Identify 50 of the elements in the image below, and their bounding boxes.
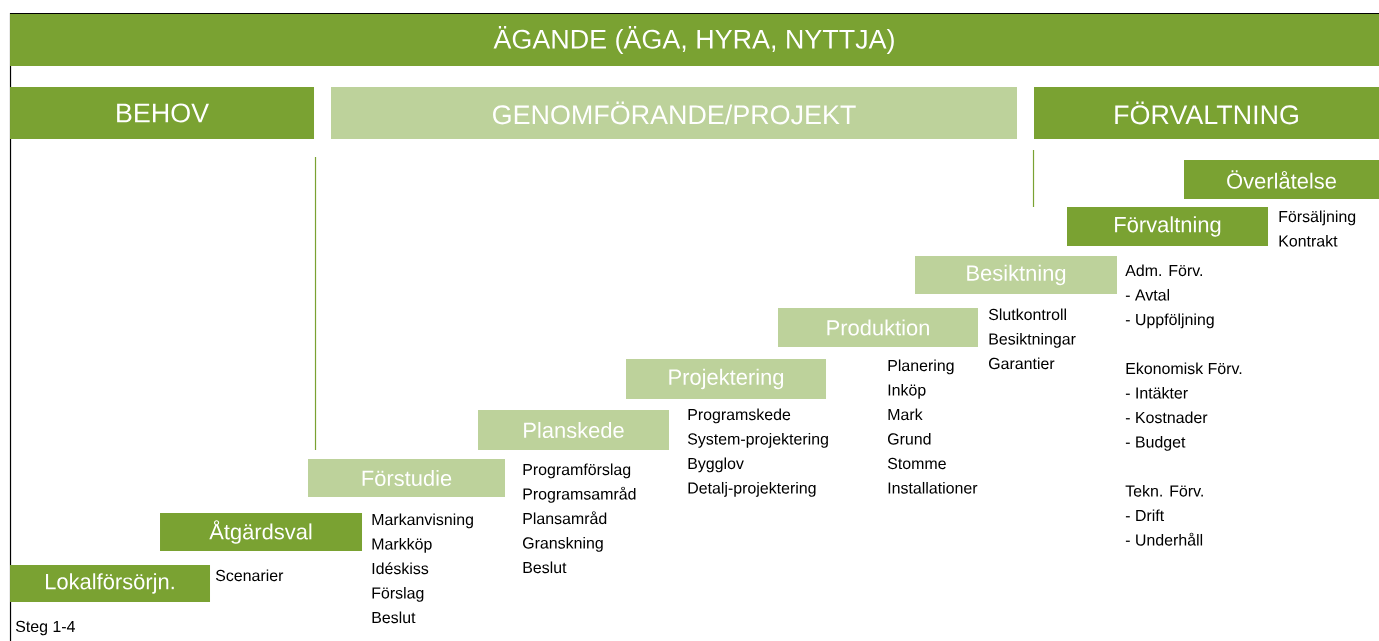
item-text: Plansamråd — [523, 511, 607, 525]
item-text: Kontrakt — [1279, 234, 1338, 247]
item-text: Garantier — [989, 357, 1055, 370]
item-text: - Uppföljning — [1125, 313, 1214, 329]
item-text: Planering — [888, 359, 954, 375]
item-text: Slutkontroll — [988, 308, 1066, 321]
item-text: Mark — [888, 408, 923, 421]
item-text: - Drift — [1125, 509, 1165, 522]
item-text: Programskede — [688, 408, 791, 424]
item-text: Tekn. Förv. — [1125, 484, 1203, 497]
step-note: Steg 1-4 — [15, 620, 75, 636]
item-text: Förslag — [372, 586, 424, 602]
item-text: - Intäkter — [1125, 386, 1188, 399]
item-text: Programsamråd — [523, 486, 636, 503]
item-text: System-projektering — [687, 432, 828, 448]
step-box: Besiktning — [915, 256, 1117, 294]
item-text: Stomme — [887, 457, 946, 470]
phase-band: FÖRVALTNING — [1034, 87, 1379, 139]
header-band: ÄGANDE (ÄGA, HYRA, NYTTJA) — [10, 14, 1379, 66]
item-text: Ekonomisk Förv. — [1126, 362, 1242, 375]
item-text: Installationer — [888, 481, 978, 494]
item-text: Granskning — [523, 536, 603, 552]
phase-band: BEHOV — [10, 87, 314, 139]
item-text: Beslut — [372, 611, 416, 624]
step-box: Lokalförsörjn. — [10, 565, 210, 602]
step-box: Överlåtelse — [1184, 160, 1379, 199]
item-text: Försäljning — [1279, 210, 1356, 226]
step-box: Projektering — [626, 359, 826, 399]
item-text: Besiktningar — [989, 332, 1076, 348]
item-text: Scenarier — [215, 569, 284, 582]
item-text: Grund — [888, 432, 931, 445]
item-text: Detalj-projektering — [688, 481, 816, 497]
item-text: Adm. Förv. — [1125, 264, 1202, 277]
item-text: Programförslag — [523, 463, 631, 479]
item-text: Markköp — [372, 537, 432, 553]
step-box: Åtgärdsval — [160, 513, 362, 551]
step-box: Förstudie — [308, 459, 505, 497]
step-box: Planskede — [478, 410, 669, 450]
phase-band: GENOMFÖRANDE/PROJEKT — [331, 87, 1017, 139]
item-text: - Avtal — [1125, 288, 1169, 301]
item-text: - Kostnader — [1125, 411, 1208, 424]
item-text: - Budget — [1125, 435, 1186, 451]
item-text: Inköp — [888, 383, 926, 399]
item-text: Markanvisning — [372, 513, 473, 529]
step-box: Produktion — [778, 308, 978, 347]
step-box: Förvaltning — [1067, 207, 1268, 246]
item-text: - Underhåll — [1125, 532, 1203, 546]
item-text: Bygglov — [688, 457, 744, 473]
item-text: Beslut — [523, 561, 567, 574]
item-text: Idéskiss — [372, 562, 429, 575]
